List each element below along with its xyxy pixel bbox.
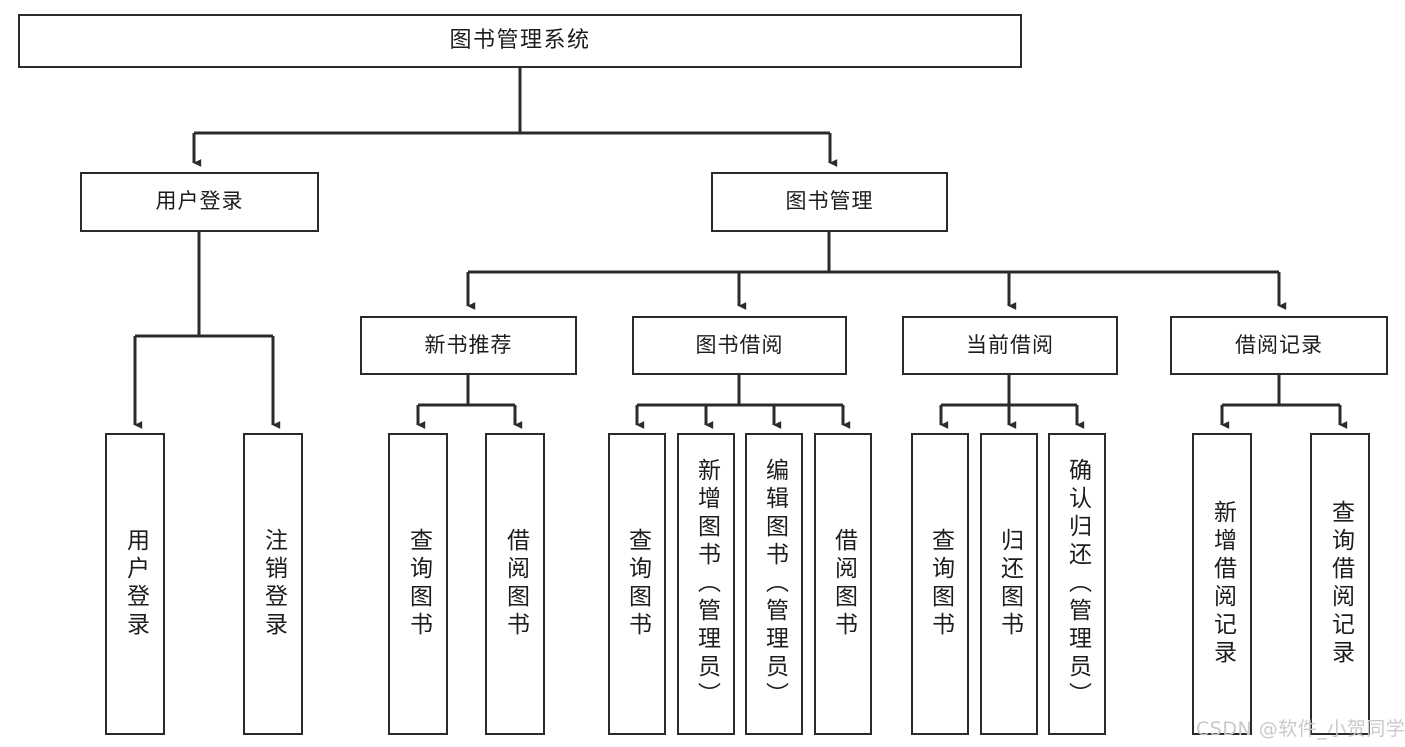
leaf-borrow-book[interactable]: 借阅图书 bbox=[814, 433, 872, 735]
node-label: 编辑图书（管理员） bbox=[761, 458, 788, 710]
node-label: 查询图书 bbox=[927, 528, 954, 640]
node-book-management[interactable]: 图书管理 bbox=[711, 172, 948, 232]
node-label: 借阅图书 bbox=[502, 528, 529, 640]
node-label: 借阅记录 bbox=[1235, 332, 1323, 357]
node-current-borrow[interactable]: 当前借阅 bbox=[902, 316, 1118, 375]
node-label: 新增借阅记录 bbox=[1209, 500, 1236, 668]
node-label: 查询图书 bbox=[624, 528, 651, 640]
node-label: 查询图书 bbox=[405, 528, 432, 640]
csdn-watermark: CSDN @软件_小贺同学 bbox=[1196, 718, 1405, 740]
node-label: 查询借阅记录 bbox=[1327, 500, 1354, 668]
node-label: 用户登录 bbox=[155, 189, 244, 214]
leaf-query-book-current[interactable]: 查询图书 bbox=[911, 433, 969, 735]
node-book-borrow[interactable]: 图书借阅 bbox=[632, 316, 847, 375]
node-label: 新增图书（管理员） bbox=[693, 458, 720, 710]
node-label: 图书借阅 bbox=[695, 332, 784, 357]
leaf-return-book[interactable]: 归还图书 bbox=[980, 433, 1038, 735]
leaf-confirm-return-admin[interactable]: 确认归还（管理员） bbox=[1048, 433, 1106, 735]
node-label: 图书管理系统 bbox=[449, 27, 591, 53]
node-label: 图书管理 bbox=[785, 189, 874, 214]
node-label: 注销登录 bbox=[260, 528, 287, 640]
leaf-query-book-borrow[interactable]: 查询图书 bbox=[608, 433, 666, 735]
node-borrow-record[interactable]: 借阅记录 bbox=[1170, 316, 1388, 375]
leaf-query-borrow-record[interactable]: 查询借阅记录 bbox=[1310, 433, 1370, 735]
leaf-user-login[interactable]: 用户登录 bbox=[105, 433, 165, 735]
node-label: 借阅图书 bbox=[830, 528, 857, 640]
node-label: 新书推荐 bbox=[424, 332, 513, 357]
node-root-book-management-system[interactable]: 图书管理系统 bbox=[18, 14, 1022, 68]
leaf-add-book-admin[interactable]: 新增图书（管理员） bbox=[677, 433, 735, 735]
leaf-query-book-recommend[interactable]: 查询图书 bbox=[388, 433, 448, 735]
leaf-borrow-book-recommend[interactable]: 借阅图书 bbox=[485, 433, 545, 735]
leaf-add-borrow-record[interactable]: 新增借阅记录 bbox=[1192, 433, 1252, 735]
node-label: 确认归还（管理员） bbox=[1064, 458, 1091, 710]
node-user-login[interactable]: 用户登录 bbox=[80, 172, 319, 232]
node-label: 用户登录 bbox=[122, 528, 149, 640]
leaf-edit-book-admin[interactable]: 编辑图书（管理员） bbox=[745, 433, 803, 735]
node-label: 归还图书 bbox=[996, 528, 1023, 640]
node-new-book-recommend[interactable]: 新书推荐 bbox=[360, 316, 577, 375]
leaf-logout-login[interactable]: 注销登录 bbox=[243, 433, 303, 735]
node-label: 当前借阅 bbox=[966, 332, 1054, 357]
